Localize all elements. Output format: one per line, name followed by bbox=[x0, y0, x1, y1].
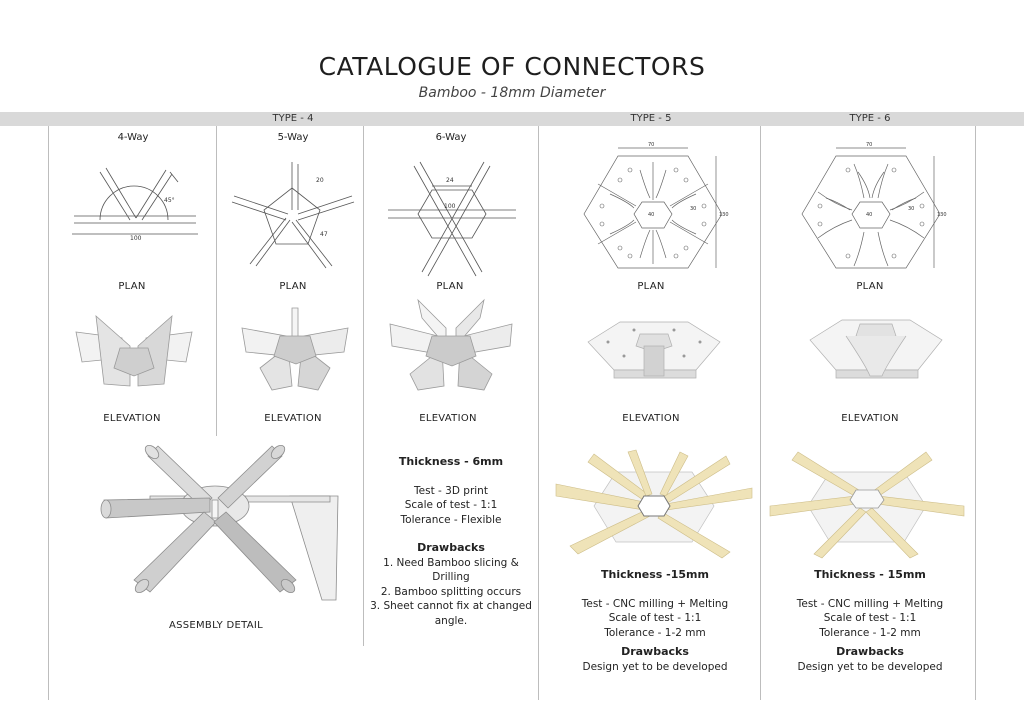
divider-type4-type5 bbox=[538, 126, 539, 700]
divider-type5-type6 bbox=[760, 126, 761, 700]
plan-type-6-drawing: 70 40 30 130 bbox=[801, 142, 947, 269]
plan-label-type-6: PLAN bbox=[856, 281, 884, 292]
dim-6way-100: 100 bbox=[444, 203, 456, 210]
type-5-test: Test - CNC milling + Melting bbox=[581, 597, 729, 610]
dim-type5-130: 130 bbox=[719, 212, 729, 218]
dim-type5-40: 40 bbox=[648, 212, 654, 218]
elevation-type-6-model bbox=[809, 319, 943, 379]
type-5-heading: TYPE - 5 bbox=[630, 113, 672, 124]
type-6-scale: Scale of test - 1:1 bbox=[823, 612, 917, 624]
plan-label-6-way: PLAN bbox=[436, 281, 464, 292]
type-6-tolerance: Tolerance - 1-2 mm bbox=[819, 626, 921, 639]
label-5-way: 5-Way bbox=[277, 132, 309, 143]
dim-type6-130: 130 bbox=[937, 212, 947, 218]
type-5-drawbacks-title: Drawbacks bbox=[621, 645, 689, 658]
plan-label-5-way: PLAN bbox=[279, 281, 307, 292]
divider-right bbox=[975, 126, 976, 700]
elevation-label-type-5: ELEVATION bbox=[622, 413, 680, 424]
type-6-heading: TYPE - 6 bbox=[849, 113, 891, 124]
type-5-drawbacks: Design yet to be developed bbox=[582, 660, 728, 673]
page-subtitle: Bamboo - 18mm Diameter bbox=[418, 85, 606, 101]
elevation-label-5-way: ELEVATION bbox=[264, 413, 322, 424]
dim-type5-70: 70 bbox=[648, 142, 654, 148]
type-4-scale: Scale of test - 1:1 bbox=[404, 499, 498, 511]
type-5-bamboo-render bbox=[555, 449, 753, 559]
type-4-drawbacks-title: Drawbacks bbox=[417, 541, 485, 554]
plan-6-way-drawing: 24 100 bbox=[388, 161, 516, 277]
type-4-drawback-3-cont: angle. bbox=[434, 614, 468, 627]
plan-5-way-drawing: 20 47 bbox=[231, 162, 355, 269]
plan-4-way-drawing: 100 45° bbox=[72, 167, 198, 242]
divider-left bbox=[48, 126, 49, 700]
type-6-drawbacks-title: Drawbacks bbox=[836, 645, 904, 658]
elevation-4-way-model bbox=[75, 315, 193, 387]
elevation-label-4-way: ELEVATION bbox=[103, 413, 161, 424]
assembly-detail-model bbox=[100, 444, 339, 601]
plan-type-5-drawing: 70 40 30 130 bbox=[583, 142, 729, 269]
type-5-thickness: Thickness -15mm bbox=[601, 568, 709, 581]
elevation-label-type-6: ELEVATION bbox=[841, 413, 899, 424]
type-4-tolerance: Tolerance - Flexible bbox=[400, 513, 502, 526]
dim-type5-30: 30 bbox=[690, 206, 696, 212]
type-6-thickness: Thickness - 15mm bbox=[814, 568, 926, 581]
type-4-test: Test - 3D print bbox=[414, 484, 488, 497]
type-4-heading: TYPE - 4 bbox=[272, 113, 314, 124]
dim-4way-angle: 45° bbox=[164, 197, 175, 204]
plan-label-4-way: PLAN bbox=[118, 281, 146, 292]
type-5-notes: Thickness -15mm Test - CNC milling + Mel… bbox=[560, 568, 750, 674]
label-6-way: 6-Way bbox=[435, 132, 467, 143]
type-4-drawback-1: 1. Need Bamboo slicing & Drilling bbox=[383, 556, 519, 584]
type-4-drawback-2: 2. Bamboo splitting occurs bbox=[380, 585, 522, 598]
dim-5way-20: 20 bbox=[316, 177, 324, 184]
type-6-drawbacks: Design yet to be developed bbox=[797, 660, 943, 673]
type-4-thickness: Thickness - 6mm bbox=[398, 455, 504, 468]
type-band bbox=[0, 112, 1024, 126]
page-title: CATALOGUE OF CONNECTORS bbox=[318, 52, 706, 81]
dim-5way-47: 47 bbox=[320, 231, 328, 238]
type-4-drawback-3: 3. Sheet cannot fix at changed bbox=[370, 600, 532, 612]
assembly-detail-label: ASSEMBLY DETAIL bbox=[168, 620, 264, 631]
dim-type6-70: 70 bbox=[866, 142, 872, 148]
type-6-bamboo-render bbox=[769, 451, 965, 559]
dim-4way-100: 100 bbox=[130, 235, 142, 242]
divider-4way-5way bbox=[216, 126, 217, 436]
type-5-scale: Scale of test - 1:1 bbox=[608, 612, 702, 624]
plan-label-type-5: PLAN bbox=[637, 281, 665, 292]
elevation-type-5-model bbox=[587, 321, 721, 379]
type-5-tolerance: Tolerance - 1-2 mm bbox=[604, 626, 706, 639]
type-4-notes: Thickness - 6mm Test - 3D print Scale of… bbox=[366, 455, 536, 628]
elevation-6-way-model bbox=[389, 298, 513, 391]
dim-type6-40: 40 bbox=[866, 212, 872, 218]
elevation-5-way-model bbox=[241, 307, 349, 391]
label-4-way: 4-Way bbox=[117, 132, 149, 143]
dim-type6-30: 30 bbox=[908, 206, 914, 212]
dim-6way-24: 24 bbox=[446, 177, 454, 184]
type-6-test: Test - CNC milling + Melting bbox=[796, 597, 944, 610]
elevation-label-6-way: ELEVATION bbox=[419, 413, 477, 424]
type-6-notes: Thickness - 15mm Test - CNC milling + Me… bbox=[775, 568, 965, 674]
divider-5way-6way bbox=[363, 126, 364, 646]
